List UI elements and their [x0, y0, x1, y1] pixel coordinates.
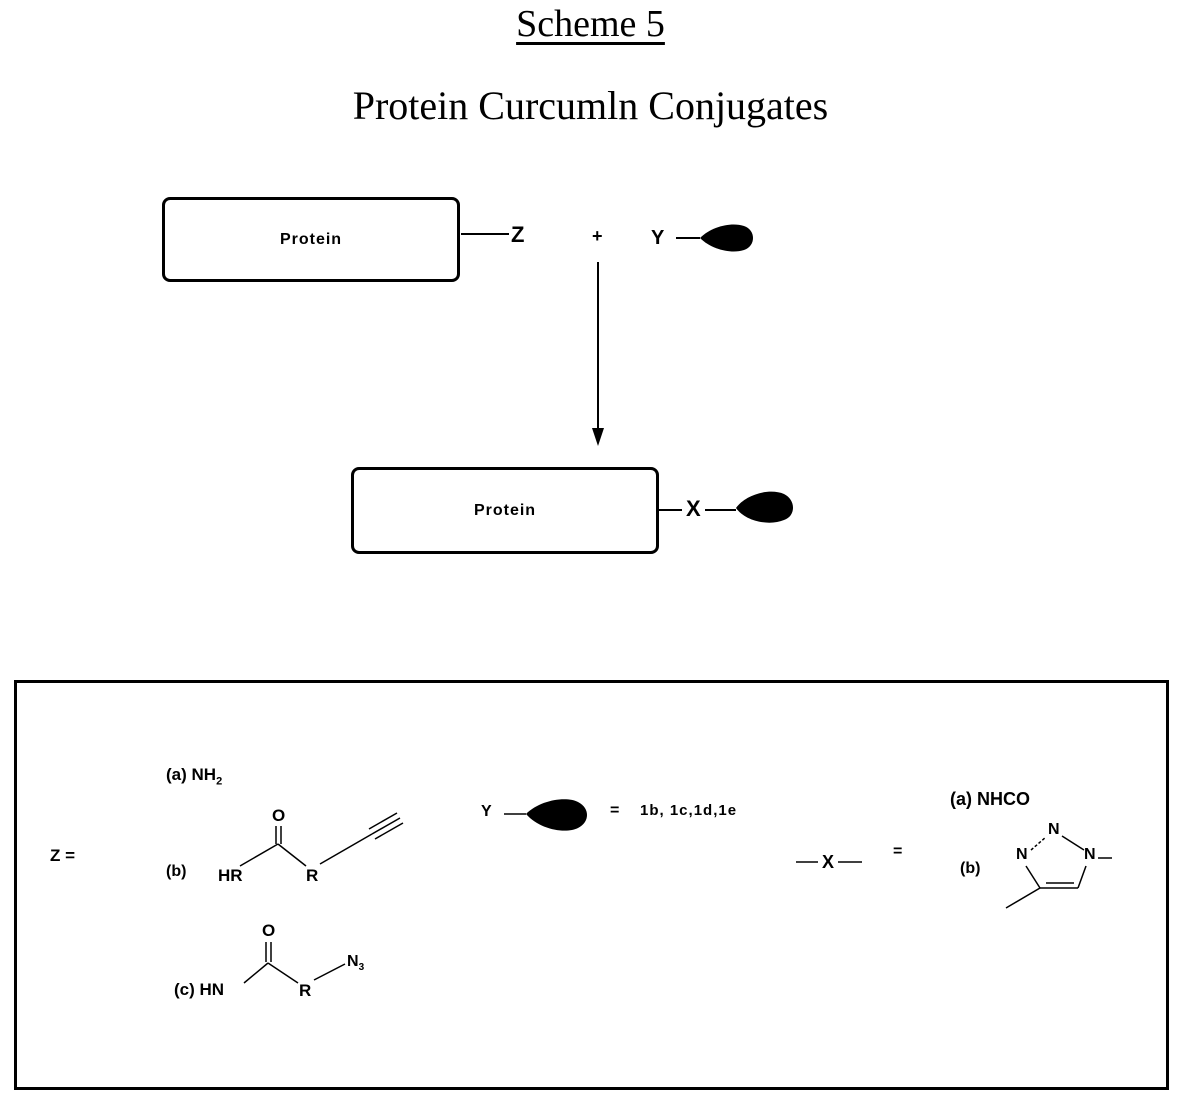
- reaction-arrow-head: [592, 428, 604, 446]
- legend-x-equals: =: [893, 843, 902, 861]
- z-option-c-r: R: [299, 981, 311, 1001]
- z-option-a-text: (a) NH: [166, 765, 216, 784]
- y-compounds-list: 1b, 1c,1d,1e: [640, 802, 737, 819]
- z-option-b-hr: HR: [218, 866, 243, 886]
- z-option-a: (a) NH2: [166, 765, 222, 787]
- legend-y-label: Y: [481, 803, 492, 821]
- triazole-n3: N: [1084, 846, 1096, 864]
- x-option-a: (a) NHCO: [950, 789, 1030, 810]
- azide-subscript: 3: [359, 962, 365, 973]
- legend-y-equals: =: [610, 802, 619, 820]
- legend-box: [14, 680, 1169, 1090]
- z-option-c-oxygen: O: [262, 921, 275, 941]
- azide-n: N: [347, 953, 359, 970]
- x-option-b-label: (b): [960, 860, 980, 878]
- z-option-b-label: (b): [166, 863, 186, 881]
- z-option-b-oxygen: O: [272, 806, 285, 826]
- legend-x-label: X: [822, 852, 834, 873]
- product-curcumin-drop-icon: [736, 492, 793, 523]
- curcumin-drop-icon: [700, 225, 753, 252]
- triazole-n1: N: [1016, 846, 1028, 864]
- z-option-a-subscript: 2: [216, 775, 222, 787]
- z-option-c-label: (c) HN: [174, 980, 224, 1000]
- reaction-graphics: [0, 0, 1181, 680]
- z-option-b-r: R: [306, 866, 318, 886]
- triazole-n2: N: [1048, 821, 1060, 839]
- z-option-c-azide: N3: [347, 953, 364, 973]
- z-equals-label: Z =: [50, 846, 75, 866]
